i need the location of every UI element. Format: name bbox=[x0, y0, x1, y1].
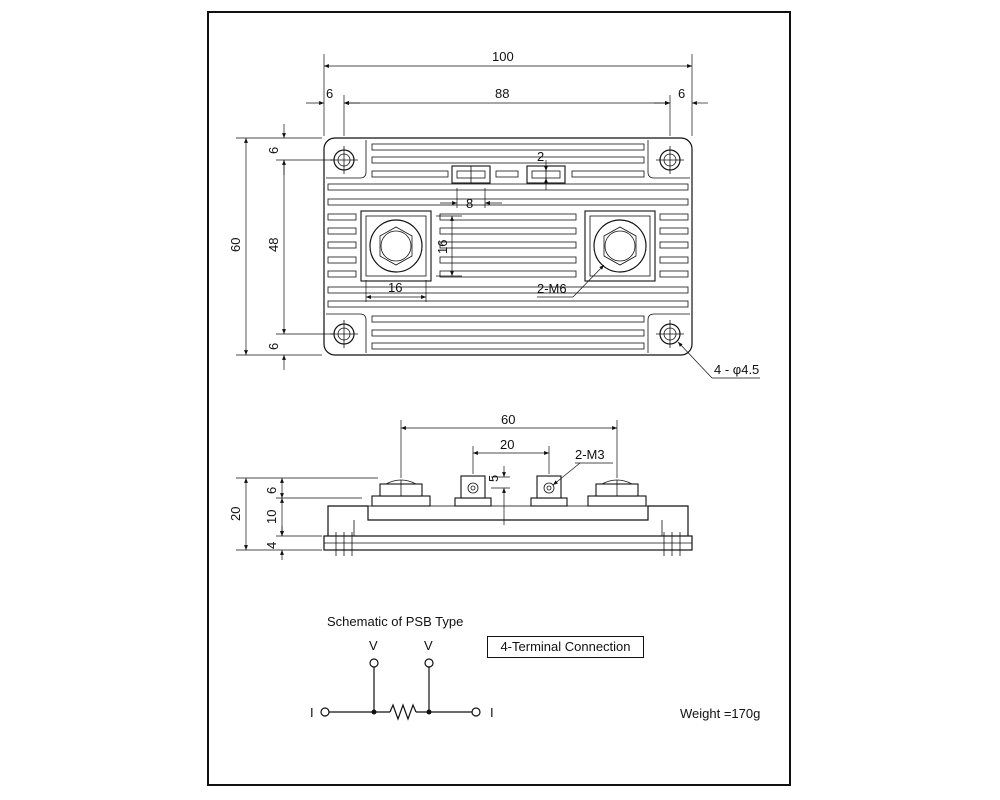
callout-aux-terminals: 2-M3 bbox=[575, 447, 605, 462]
dim-body: 10 bbox=[264, 510, 279, 524]
dim-edge-top: 6 bbox=[266, 147, 281, 154]
dim-total-height: 20 bbox=[228, 507, 243, 521]
dim-edge-left: 6 bbox=[326, 86, 333, 101]
connection-type-label: 4-Terminal Connection bbox=[487, 636, 644, 658]
label-i-right: I bbox=[490, 705, 494, 720]
cooling-fins bbox=[327, 143, 689, 350]
dim-terminal-pitch: 60 bbox=[501, 412, 515, 427]
dim-tab-gap: 2 bbox=[537, 149, 544, 164]
dim-edge-right: 6 bbox=[678, 86, 685, 101]
dim-hole-pitch-x: 88 bbox=[495, 86, 509, 101]
top-view: 100 88 6 6 60 48 6 6 2 8 16 16 2-M6 4 - … bbox=[228, 49, 760, 379]
aux-terminal-tabs bbox=[451, 165, 566, 184]
side-main-terminals bbox=[371, 479, 647, 507]
label-v1: V bbox=[369, 638, 378, 653]
top-dimensions bbox=[236, 54, 760, 379]
weight-label: Weight =170g bbox=[680, 706, 760, 721]
dim-overall-width: 100 bbox=[492, 49, 514, 64]
main-terminals bbox=[360, 210, 656, 282]
drawing-sheet bbox=[207, 11, 791, 786]
callout-mount-holes: 4 - φ4.5 bbox=[714, 362, 759, 377]
dim-terminal-width: 16 bbox=[388, 280, 402, 295]
resistor-symbol bbox=[389, 703, 417, 721]
side-aux-terminals bbox=[454, 475, 568, 507]
dim-overall-height: 60 bbox=[228, 238, 243, 252]
dim-terminal-height: 16 bbox=[435, 240, 450, 254]
label-i-left: I bbox=[310, 705, 314, 720]
label-v2: V bbox=[424, 638, 433, 653]
dim-tab-width: 8 bbox=[466, 196, 473, 211]
dim-aux-pitch: 20 bbox=[500, 437, 514, 452]
callout-main-terminals: 2-M6 bbox=[537, 281, 567, 296]
dim-aux-height: 5 bbox=[486, 475, 501, 482]
dim-hole-pitch-y: 48 bbox=[266, 238, 281, 252]
dim-base: 4 bbox=[264, 542, 279, 549]
module-outline bbox=[323, 137, 693, 356]
side-dimensions bbox=[236, 420, 618, 560]
dim-edge-bottom: 6 bbox=[266, 343, 281, 350]
schematic: Schematic of PSB Type V V I I Weight =17… bbox=[310, 614, 760, 721]
mounting-holes bbox=[326, 140, 690, 353]
dim-terminal-stud: 6 bbox=[264, 487, 279, 494]
side-view: 60 20 5 2-M3 20 6 10 4 bbox=[228, 412, 693, 560]
module-body bbox=[327, 505, 689, 536]
schematic-title: Schematic of PSB Type bbox=[327, 614, 463, 629]
